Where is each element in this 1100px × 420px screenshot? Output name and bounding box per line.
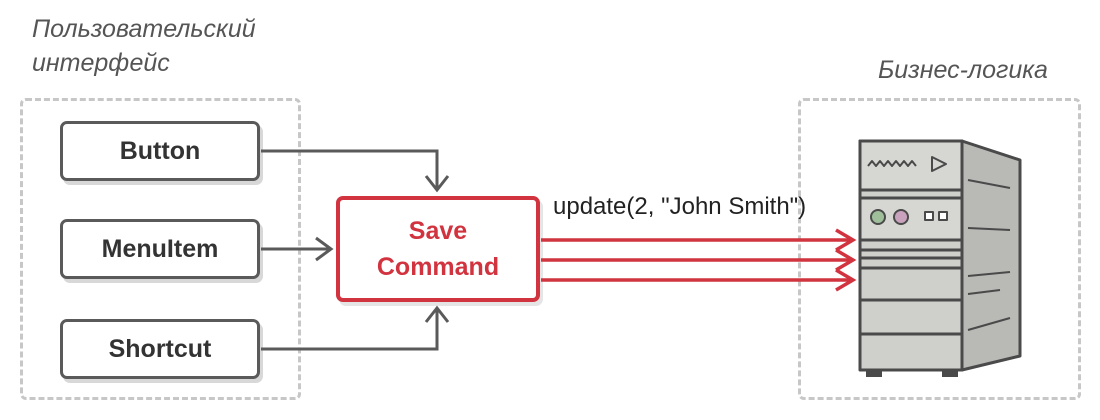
menuitem-element: MenuItem (60, 219, 260, 279)
button-element: Button (60, 121, 260, 181)
method-call-label: update(2, "John Smith") (553, 193, 807, 220)
menuitem-connector (261, 236, 334, 262)
server-icon (858, 139, 1022, 377)
call-arrows (541, 228, 857, 292)
shortcut-element: Shortcut (60, 319, 260, 379)
save-command-box: Save Command (336, 196, 540, 302)
ui-group-label: Пользовательский интерфейс (32, 15, 256, 77)
shortcut-connector (261, 305, 450, 351)
button-connector (261, 149, 450, 193)
business-group-label: Бизнес-логика (878, 56, 1048, 84)
business-group-frame (798, 98, 1081, 400)
